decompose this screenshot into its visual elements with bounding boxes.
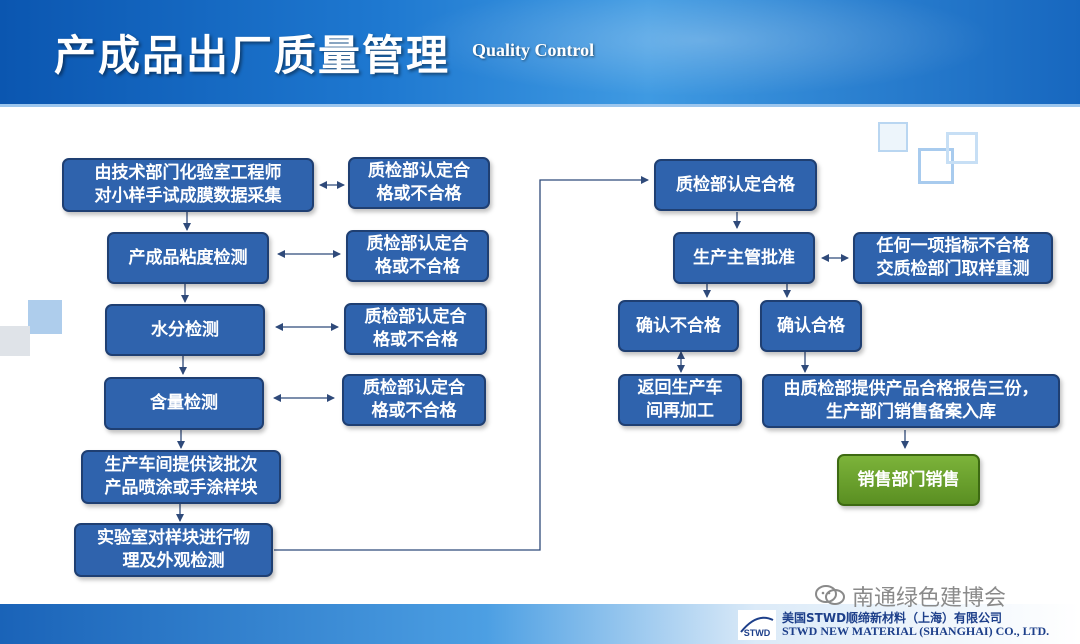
step-sample-data-collection: 由技术部门化验室工程师 对小样手试成膜数据采集 [62, 158, 314, 212]
step-sample-panel: 生产车间提供该批次 产品喷涂或手涂样块 [81, 450, 281, 504]
slide-subtitle: Quality Control [472, 40, 595, 60]
banner-divider [0, 104, 1080, 107]
sales-box: 销售部门销售 [837, 454, 980, 506]
arrow-connector [274, 176, 649, 551]
footer-bar [0, 604, 1080, 644]
deco-square [28, 300, 62, 334]
company-logo: STWD [738, 610, 776, 640]
logo-text: STWD [744, 628, 771, 638]
confirm-fail-box: 确认不合格 [618, 300, 739, 352]
header-banner [0, 0, 1080, 104]
deco-square [0, 326, 30, 356]
wechat-icon [815, 585, 845, 605]
rework-box: 返回生产车 间再加工 [618, 374, 742, 426]
qc-check-box: 质检部认定合 格或不合格 [342, 374, 486, 426]
qualification-report-box: 由质检部提供产品合格报告三份， 生产部门销售备案入库 [762, 374, 1060, 428]
confirm-pass-box: 确认合格 [760, 300, 862, 352]
resample-box: 任何一项指标不合格 交质检部门取样重测 [853, 232, 1053, 284]
deco-square [946, 132, 978, 164]
step-moisture-test: 水分检测 [105, 304, 265, 356]
company-name-cn: 美国STWD顺缔新材料（上海）有限公司 [782, 611, 1003, 625]
qc-check-box: 质检部认定合 格或不合格 [346, 230, 489, 282]
slide-title: 产成品出厂质量管理 [54, 31, 451, 80]
banner-highlight [0, 0, 1080, 104]
step-viscosity-test: 产成品粘度检测 [107, 232, 269, 284]
deco-square [918, 148, 954, 184]
watermark-text: 南通绿色建博会 [852, 586, 1007, 611]
manager-approval-box: 生产主管批准 [673, 232, 815, 284]
qc-check-box: 质检部认定合 格或不合格 [348, 157, 490, 209]
qc-check-box: 质检部认定合 格或不合格 [344, 303, 487, 355]
step-content-test: 含量检测 [104, 377, 264, 430]
qc-pass-box: 质检部认定合格 [654, 159, 817, 211]
step-lab-physical-test: 实验室对样块进行物 理及外观检测 [74, 523, 273, 577]
deco-square [878, 122, 908, 152]
company-name-en: STWD NEW MATERIAL (SHANGHAI) CO., LTD. [782, 624, 1050, 638]
